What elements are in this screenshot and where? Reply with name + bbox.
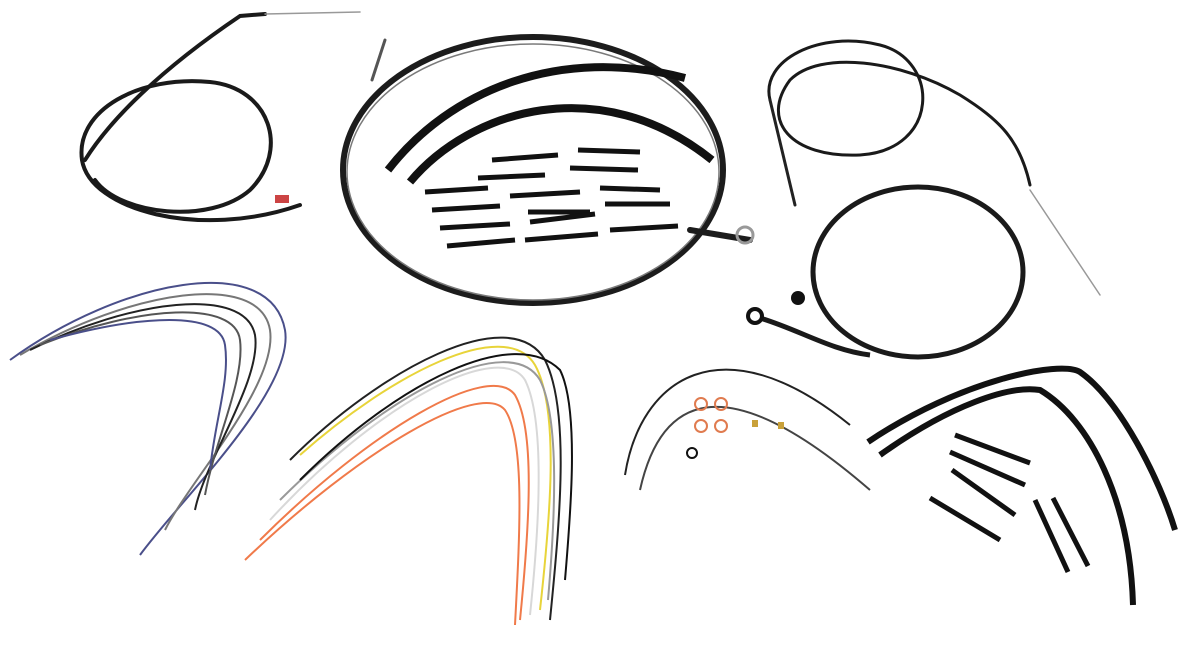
clutch-cable-center <box>340 34 755 306</box>
brake-line <box>746 184 1026 360</box>
heat-shrink-pieces <box>424 147 679 249</box>
heat-shrink-arcs <box>384 63 715 185</box>
heat-shrink-tubes-right <box>866 365 1178 606</box>
throttle-cable-left <box>79 11 361 223</box>
banjo-fitting <box>791 291 805 305</box>
throttle-cable-right <box>767 39 1101 296</box>
brass-fitting <box>778 422 784 429</box>
copper-washer <box>694 397 708 411</box>
copper-washer <box>714 419 728 433</box>
copper-washer <box>714 397 728 411</box>
wire-harness-center <box>244 336 573 626</box>
copper-washer <box>694 419 708 433</box>
o-ring <box>686 447 698 459</box>
heat-shrink-pieces-right <box>928 432 1091 574</box>
cable-end-fitting <box>275 195 289 203</box>
banjo-fitting <box>735 225 755 245</box>
brass-fitting <box>752 420 758 427</box>
wire-harness-left <box>9 281 287 556</box>
hardware-small-parts <box>624 368 871 491</box>
banjo-fitting <box>746 307 764 325</box>
